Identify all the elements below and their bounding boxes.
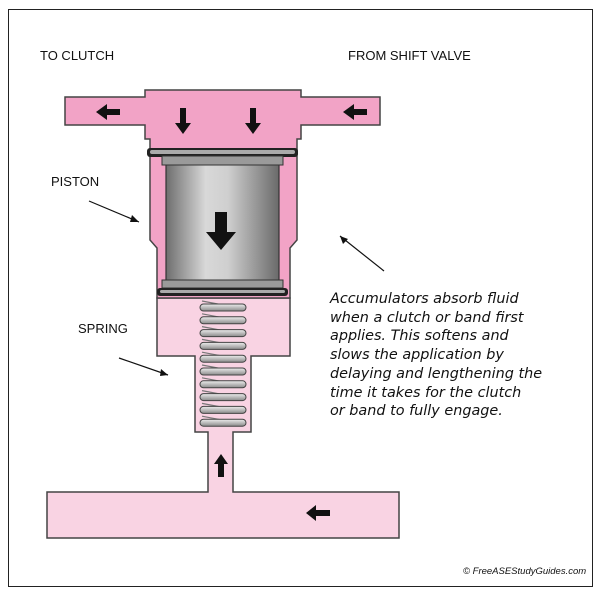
label-spring: SPRING: [78, 321, 128, 336]
piston-seal-top-highlight: [150, 150, 295, 154]
spring-coil: [199, 354, 247, 363]
copyright-text: © FreeASEStudyGuides.com: [463, 566, 587, 577]
spring: [199, 300, 247, 427]
description-line: applies. This softens and: [330, 328, 509, 345]
arrow-icon: [206, 212, 236, 250]
pointer-arrowhead: [130, 215, 139, 222]
spring-coil: [199, 380, 247, 389]
spring-coil: [199, 367, 247, 376]
spring-coil: [199, 329, 247, 338]
spring-coil: [199, 303, 247, 312]
description-text: Accumulators absorb fluid when a clutch …: [330, 290, 590, 421]
pointer-line: [118, 357, 169, 376]
label-to-clutch: TO CLUTCH: [40, 48, 115, 63]
description-line: when a clutch or band first: [330, 309, 524, 326]
piston-cap-bottom: [161, 279, 284, 289]
spring-coil: [199, 341, 247, 350]
pointer-arrowhead: [340, 236, 348, 244]
spring-coil: [199, 405, 247, 414]
arrow-icon: [343, 104, 367, 120]
spring-coil: [199, 393, 247, 402]
pointer-line: [339, 235, 385, 272]
pointer-arrowhead: [160, 369, 168, 376]
arrow-icon: [306, 505, 330, 521]
arrow-icon: [214, 454, 228, 477]
arrow-icon: [96, 104, 120, 120]
description-line: time it takes for the clutch: [330, 384, 522, 401]
piston-cap-top: [161, 155, 284, 166]
arrow-icon: [245, 108, 261, 134]
lower-housing: [46, 297, 400, 539]
label-from-shift-valve: FROM SHIFT VALVE: [348, 48, 471, 63]
description-line: delaying and lengthening the: [330, 365, 543, 382]
pointer-line: [88, 200, 140, 223]
description-line: or band to fully engage.: [330, 403, 503, 420]
spring-coil: [199, 418, 247, 427]
label-piston: PISTON: [51, 174, 100, 189]
arrow-icon: [175, 108, 191, 134]
description-line: slows the application by: [330, 347, 504, 364]
piston-seal-bottom-highlight: [160, 290, 285, 293]
description-line: Accumulators absorb fluid: [330, 291, 519, 307]
spring-coil: [199, 316, 247, 325]
